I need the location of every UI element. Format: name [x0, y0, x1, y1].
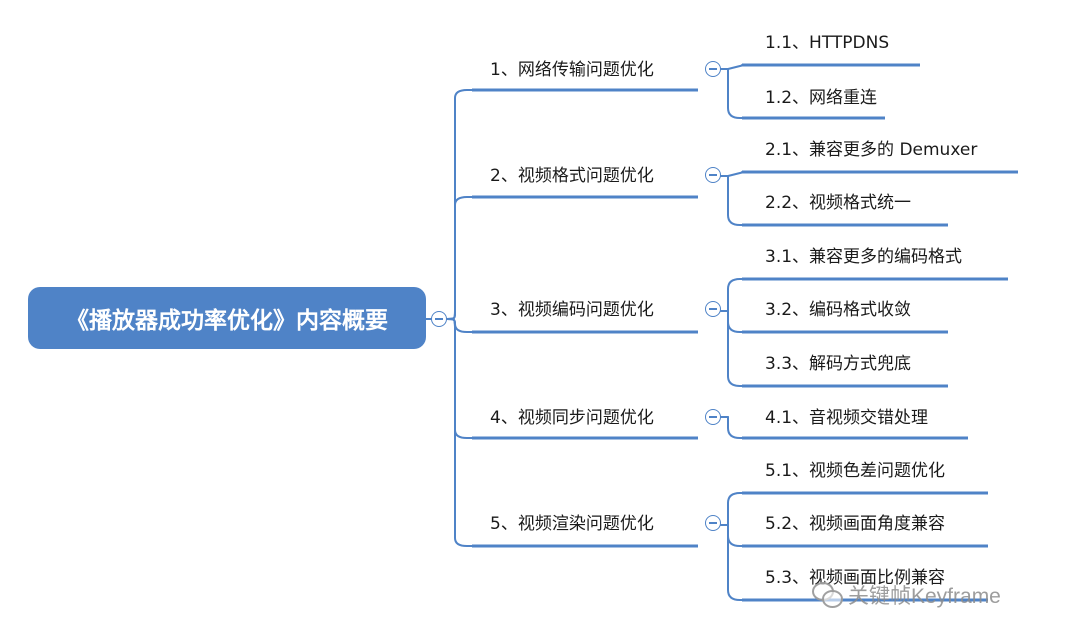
leaf-connector-3-1 — [727, 278, 743, 312]
branch-3-collapse-icon[interactable] — [705, 301, 721, 317]
leaf-label-1-2[interactable]: 1.2、网络重连 — [765, 88, 878, 108]
leaf-connector-4-1 — [727, 416, 743, 439]
leaf-label-3-2[interactable]: 3.2、编码格式收敛 — [765, 300, 912, 320]
branch-2-collapse-icon[interactable] — [705, 167, 721, 183]
leaf-label-2-2[interactable]: 2.2、视频格式统一 — [765, 193, 912, 213]
leaf-label-4-1[interactable]: 4.1、音视频交错处理 — [765, 408, 929, 428]
leaf-connector-3-2 — [727, 310, 743, 333]
branch-5-collapse-icon[interactable] — [705, 515, 721, 531]
leaf-connector-1-2 — [727, 68, 743, 119]
leaf-label-5-3[interactable]: 5.3、视频画面比例兼容 — [765, 568, 946, 588]
root-node[interactable]: 《播放器成功率优化》内容概要 — [28, 287, 426, 349]
trunk-connector-2 — [446, 196, 473, 320]
root-collapse-icon[interactable] — [431, 311, 447, 327]
leaf-connector-1-1 — [727, 64, 745, 70]
wechat-icon — [812, 582, 843, 608]
leaf-label-2-1[interactable]: 2.1、兼容更多的 Demuxer — [765, 140, 978, 160]
branch-label-5[interactable]: 5、视频渲染问题优化 — [490, 514, 654, 534]
watermark-text: 关键帧Keyframe — [848, 585, 1001, 608]
leaf-label-5-2[interactable]: 5.2、视频画面角度兼容 — [765, 514, 946, 534]
leaf-label-1-1[interactable]: 1.1、HTTPDNS — [765, 33, 890, 53]
branch-label-2[interactable]: 2、视频格式问题优化 — [490, 166, 654, 186]
leaf-label-3-1[interactable]: 3.1、兼容更多的编码格式 — [765, 247, 963, 267]
leaf-connector-2-1 — [727, 171, 745, 177]
root-title: 《播放器成功率优化》内容概要 — [66, 308, 388, 334]
trunk-connector-3 — [446, 318, 473, 333]
leaf-connector-5-3 — [727, 524, 743, 601]
leaf-label-5-1[interactable]: 5.1、视频色差问题优化 — [765, 461, 946, 481]
leaf-connector-5-1 — [727, 492, 743, 526]
trunk-connector-5 — [446, 318, 473, 547]
leaf-label-3-3[interactable]: 3.3、解码方式兜底 — [765, 354, 912, 374]
branch-label-1[interactable]: 1、网络传输问题优化 — [490, 60, 654, 80]
leaf-connector-5-2 — [727, 524, 743, 547]
trunk-connector-1 — [446, 89, 473, 320]
branch-label-3[interactable]: 3、视频编码问题优化 — [490, 300, 654, 320]
trunk-connector-4 — [446, 318, 473, 439]
branch-1-collapse-icon[interactable] — [705, 61, 721, 77]
branch-4-collapse-icon[interactable] — [705, 409, 721, 425]
leaf-connector-2-2 — [727, 175, 743, 226]
watermark: 关键帧Keyframe — [812, 580, 1001, 610]
leaf-connector-3-3 — [727, 310, 743, 387]
branch-label-4[interactable]: 4、视频同步问题优化 — [490, 408, 654, 428]
